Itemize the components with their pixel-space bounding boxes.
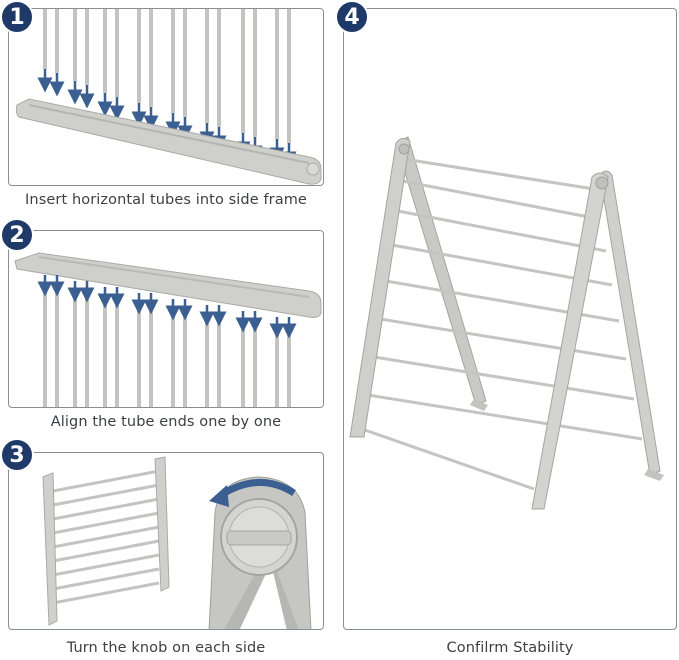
step-3-panel — [8, 452, 324, 630]
step-2-panel — [8, 230, 324, 408]
step-4-illustration — [349, 136, 664, 510]
step-1-caption: Insert horizontal tubes into side frame — [25, 192, 307, 208]
step-1-panel — [8, 8, 324, 186]
step-4-badge: 4 — [335, 0, 369, 34]
step-3-illustration — [42, 456, 312, 629]
step-3-badge: 3 — [0, 438, 34, 472]
step-2-caption: Align the tube ends one by one — [50, 414, 282, 430]
step-2-illustration — [14, 252, 322, 407]
step-4-caption: Confilrm Stability — [446, 640, 574, 656]
step-3-caption: Turn the knob on each side — [66, 640, 266, 656]
step-1-illustration — [15, 9, 322, 185]
step-1-badge: 1 — [0, 0, 34, 34]
step-4-panel — [343, 8, 677, 630]
step-2-badge: 2 — [0, 218, 34, 252]
